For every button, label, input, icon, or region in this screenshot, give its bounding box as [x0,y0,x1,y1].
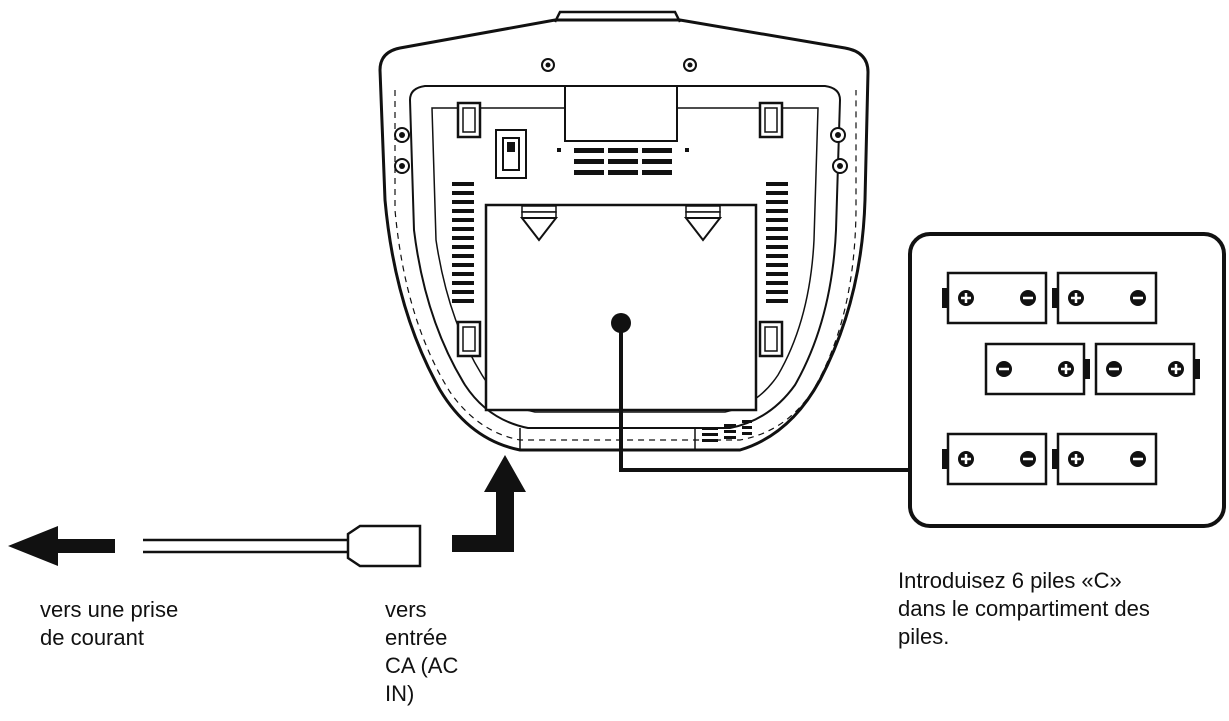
battery-instruction-label: Introduisez 6 piles «C» dans le comparti… [898,568,1150,649]
cover-latch [519,205,559,242]
battery-c-cell [984,342,1092,396]
arrow-to-outlet [8,526,115,566]
ac-in-label: vers entrée CA (AC IN) [385,597,459,706]
device-label-plate [564,85,678,142]
battery-c-cell [1050,271,1158,325]
battery-inset-box [908,232,1226,528]
device-inner-rim [408,85,842,429]
battery-c-cell [940,432,1048,486]
battery-c-cell [1094,342,1202,396]
arrow-to-ac-in [452,455,526,552]
device-body [378,10,870,452]
device-top-handle [553,10,682,23]
battery-c-cell [940,271,1048,325]
outlet-label: vers une prise de courant [40,597,179,650]
device-top-vents [557,148,689,175]
battery-c-cell [1050,432,1158,486]
compartment-leader-line [611,313,912,472]
device-bottom-detail [702,420,752,442]
cover-latch [683,205,723,242]
device-inner-panel [431,107,819,413]
device-dashed-outline [394,90,857,441]
power-cord [143,524,422,568]
